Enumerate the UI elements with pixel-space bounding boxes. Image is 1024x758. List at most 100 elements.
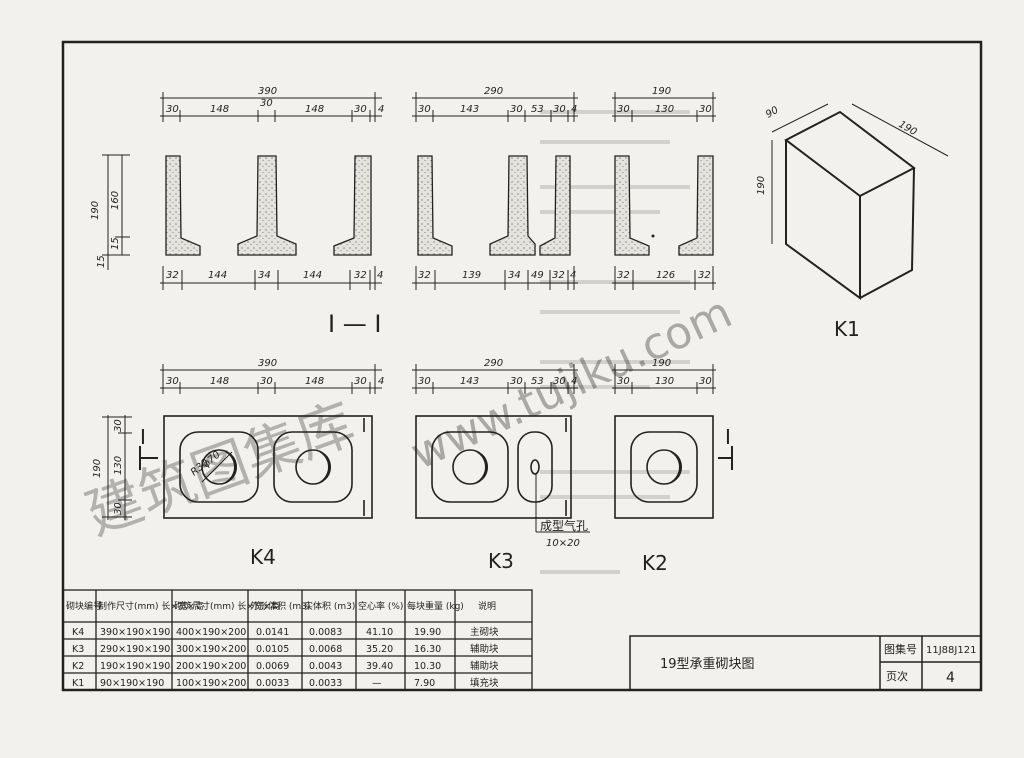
k2-bot-d1: 32 [617, 270, 630, 281]
k3-label: K3 [488, 549, 514, 573]
svg-text:K1: K1 [72, 678, 84, 689]
k1-iso-dims [771, 103, 949, 244]
cut-mark-right: I [725, 425, 731, 449]
k2-label: K2 [642, 551, 668, 575]
side-dim-15b: 15 [96, 255, 107, 268]
svg-text:K2: K2 [72, 661, 84, 672]
svg-text:0.0033: 0.0033 [309, 678, 342, 689]
plan-side-130: 130 [113, 456, 124, 475]
top-dimension-lines [160, 92, 716, 122]
th-make-size: 制作尺寸(mm) 长×宽×高 [98, 600, 204, 612]
k4-top-total: 390 [258, 86, 277, 97]
atlas-value: 11J88J121 [926, 645, 976, 656]
side-dim-190: 190 [90, 201, 101, 220]
k3-bot-d6: 4 [570, 270, 576, 281]
k3-bot-d3: 34 [508, 270, 521, 281]
svg-text:0.0069: 0.0069 [256, 661, 289, 672]
k3-bot-d4: 49 [531, 270, 544, 281]
th-lay-size: 砌筑尺寸(mm) 长×宽×高 [174, 600, 280, 612]
svg-text:200×190×200: 200×190×200 [176, 661, 246, 672]
atlas-label: 图集号 [884, 642, 917, 656]
svg-text:90×190×190: 90×190×190 [100, 678, 164, 689]
svg-text:290×190×190: 290×190×190 [100, 644, 170, 655]
plan-k3 [415, 415, 572, 519]
svg-text:辅助块: 辅助块 [470, 660, 499, 672]
section-label: I — I [328, 310, 381, 338]
k4-top-d2: 148 [210, 104, 229, 115]
k3-plan-d2: 143 [460, 376, 479, 387]
k4-bot-d5: 32 [354, 270, 367, 281]
plan-side-dims [102, 415, 132, 520]
k2-bot-d3: 32 [698, 270, 711, 281]
svg-text:0.0105: 0.0105 [256, 644, 289, 655]
k2-plan-d3: 30 [699, 376, 712, 387]
k3-plan-d3: 30 [510, 376, 523, 387]
k3-bot-d2: 139 [462, 270, 481, 281]
plan-k2 [614, 415, 714, 519]
table-row: K2 190×190×190 200×190×200 0.0069 0.0043… [72, 660, 499, 672]
k3-top-d1: 30 [418, 104, 431, 115]
k3-top-total: 290 [484, 86, 503, 97]
plan-dimension-lines [160, 364, 716, 394]
section-k4 [165, 155, 372, 256]
svg-text:39.40: 39.40 [366, 661, 393, 672]
svg-text:0.0068: 0.0068 [309, 644, 342, 655]
table-row: K4 390×190×190 400×190×200 0.0141 0.0083… [72, 626, 499, 638]
svg-text:100×190×200: 100×190×200 [176, 678, 246, 689]
svg-text:400×190×200: 400×190×200 [176, 627, 246, 638]
svg-text:辅助块: 辅助块 [470, 643, 499, 655]
cut-mark-left: I [140, 425, 146, 449]
svg-text:K3: K3 [72, 644, 84, 655]
cut-marks [139, 446, 733, 470]
table-row: K3 290×190×190 300×190×200 0.0105 0.0068… [72, 643, 499, 655]
k2-bot-d2: 126 [656, 270, 675, 281]
plan-side-190: 190 [92, 459, 103, 478]
k3-top-d2: 143 [460, 104, 479, 115]
k4-plan-d5: 30 [354, 376, 367, 387]
k1-label: K1 [834, 317, 860, 341]
k3-plan-d1: 30 [418, 376, 431, 387]
svg-text:190×190×190: 190×190×190 [100, 661, 170, 672]
k4-plan-d4: 148 [305, 376, 324, 387]
vent-hole-label: 成型气孔 [540, 518, 588, 533]
k4-top-d6: 4 [378, 104, 384, 115]
table-row: K1 90×190×190 100×190×200 0.0033 0.0033 … [72, 677, 499, 689]
k3-plan-total: 290 [484, 358, 503, 369]
plan-side-30b: 30 [113, 502, 124, 515]
k4-plan-d6: 4 [378, 376, 384, 387]
k4-top-d5: 30 [354, 104, 367, 115]
th-note: 说明 [478, 600, 496, 612]
k3-top-d4: 53 [531, 104, 544, 115]
vent-hole-size: 10×20 [546, 538, 580, 549]
k3-plan-d5: 30 [553, 376, 566, 387]
th-volume: 外形体积 (m3) [250, 600, 310, 612]
k1-dim-190b: 190 [756, 176, 767, 195]
drawing-frame [61, 40, 983, 692]
svg-text:填充块: 填充块 [470, 677, 499, 689]
k3-bot-d1: 32 [418, 270, 431, 281]
svg-text:—: — [372, 678, 382, 689]
svg-text:K4: K4 [72, 627, 84, 638]
k4-bot-d3: 34 [258, 270, 271, 281]
th-solid: 实体积 (m3) [304, 600, 355, 612]
k4-top-d4: 148 [305, 104, 324, 115]
svg-text:主砌块: 主砌块 [470, 626, 499, 638]
svg-text:7.90: 7.90 [414, 678, 435, 689]
k3-top-d6: 4 [571, 104, 577, 115]
k4-bot-d1: 32 [166, 270, 179, 281]
k4-bot-d6: 4 [377, 270, 383, 281]
svg-text:0.0083: 0.0083 [309, 627, 342, 638]
svg-text:390×190×190: 390×190×190 [100, 627, 170, 638]
section-k2 [614, 155, 714, 256]
k1-isometric [784, 110, 916, 300]
k1-dim-190a: 190 [897, 119, 919, 138]
svg-text:0.0043: 0.0043 [309, 661, 342, 672]
k2-top-d1: 30 [617, 104, 630, 115]
k3-top-d3: 30 [510, 104, 523, 115]
k2-plan-d2: 130 [655, 376, 674, 387]
k4-plan-total: 390 [258, 358, 277, 369]
k3-top-d5: 30 [553, 104, 566, 115]
title-block-grid [629, 635, 982, 691]
svg-text:41.10: 41.10 [366, 627, 393, 638]
